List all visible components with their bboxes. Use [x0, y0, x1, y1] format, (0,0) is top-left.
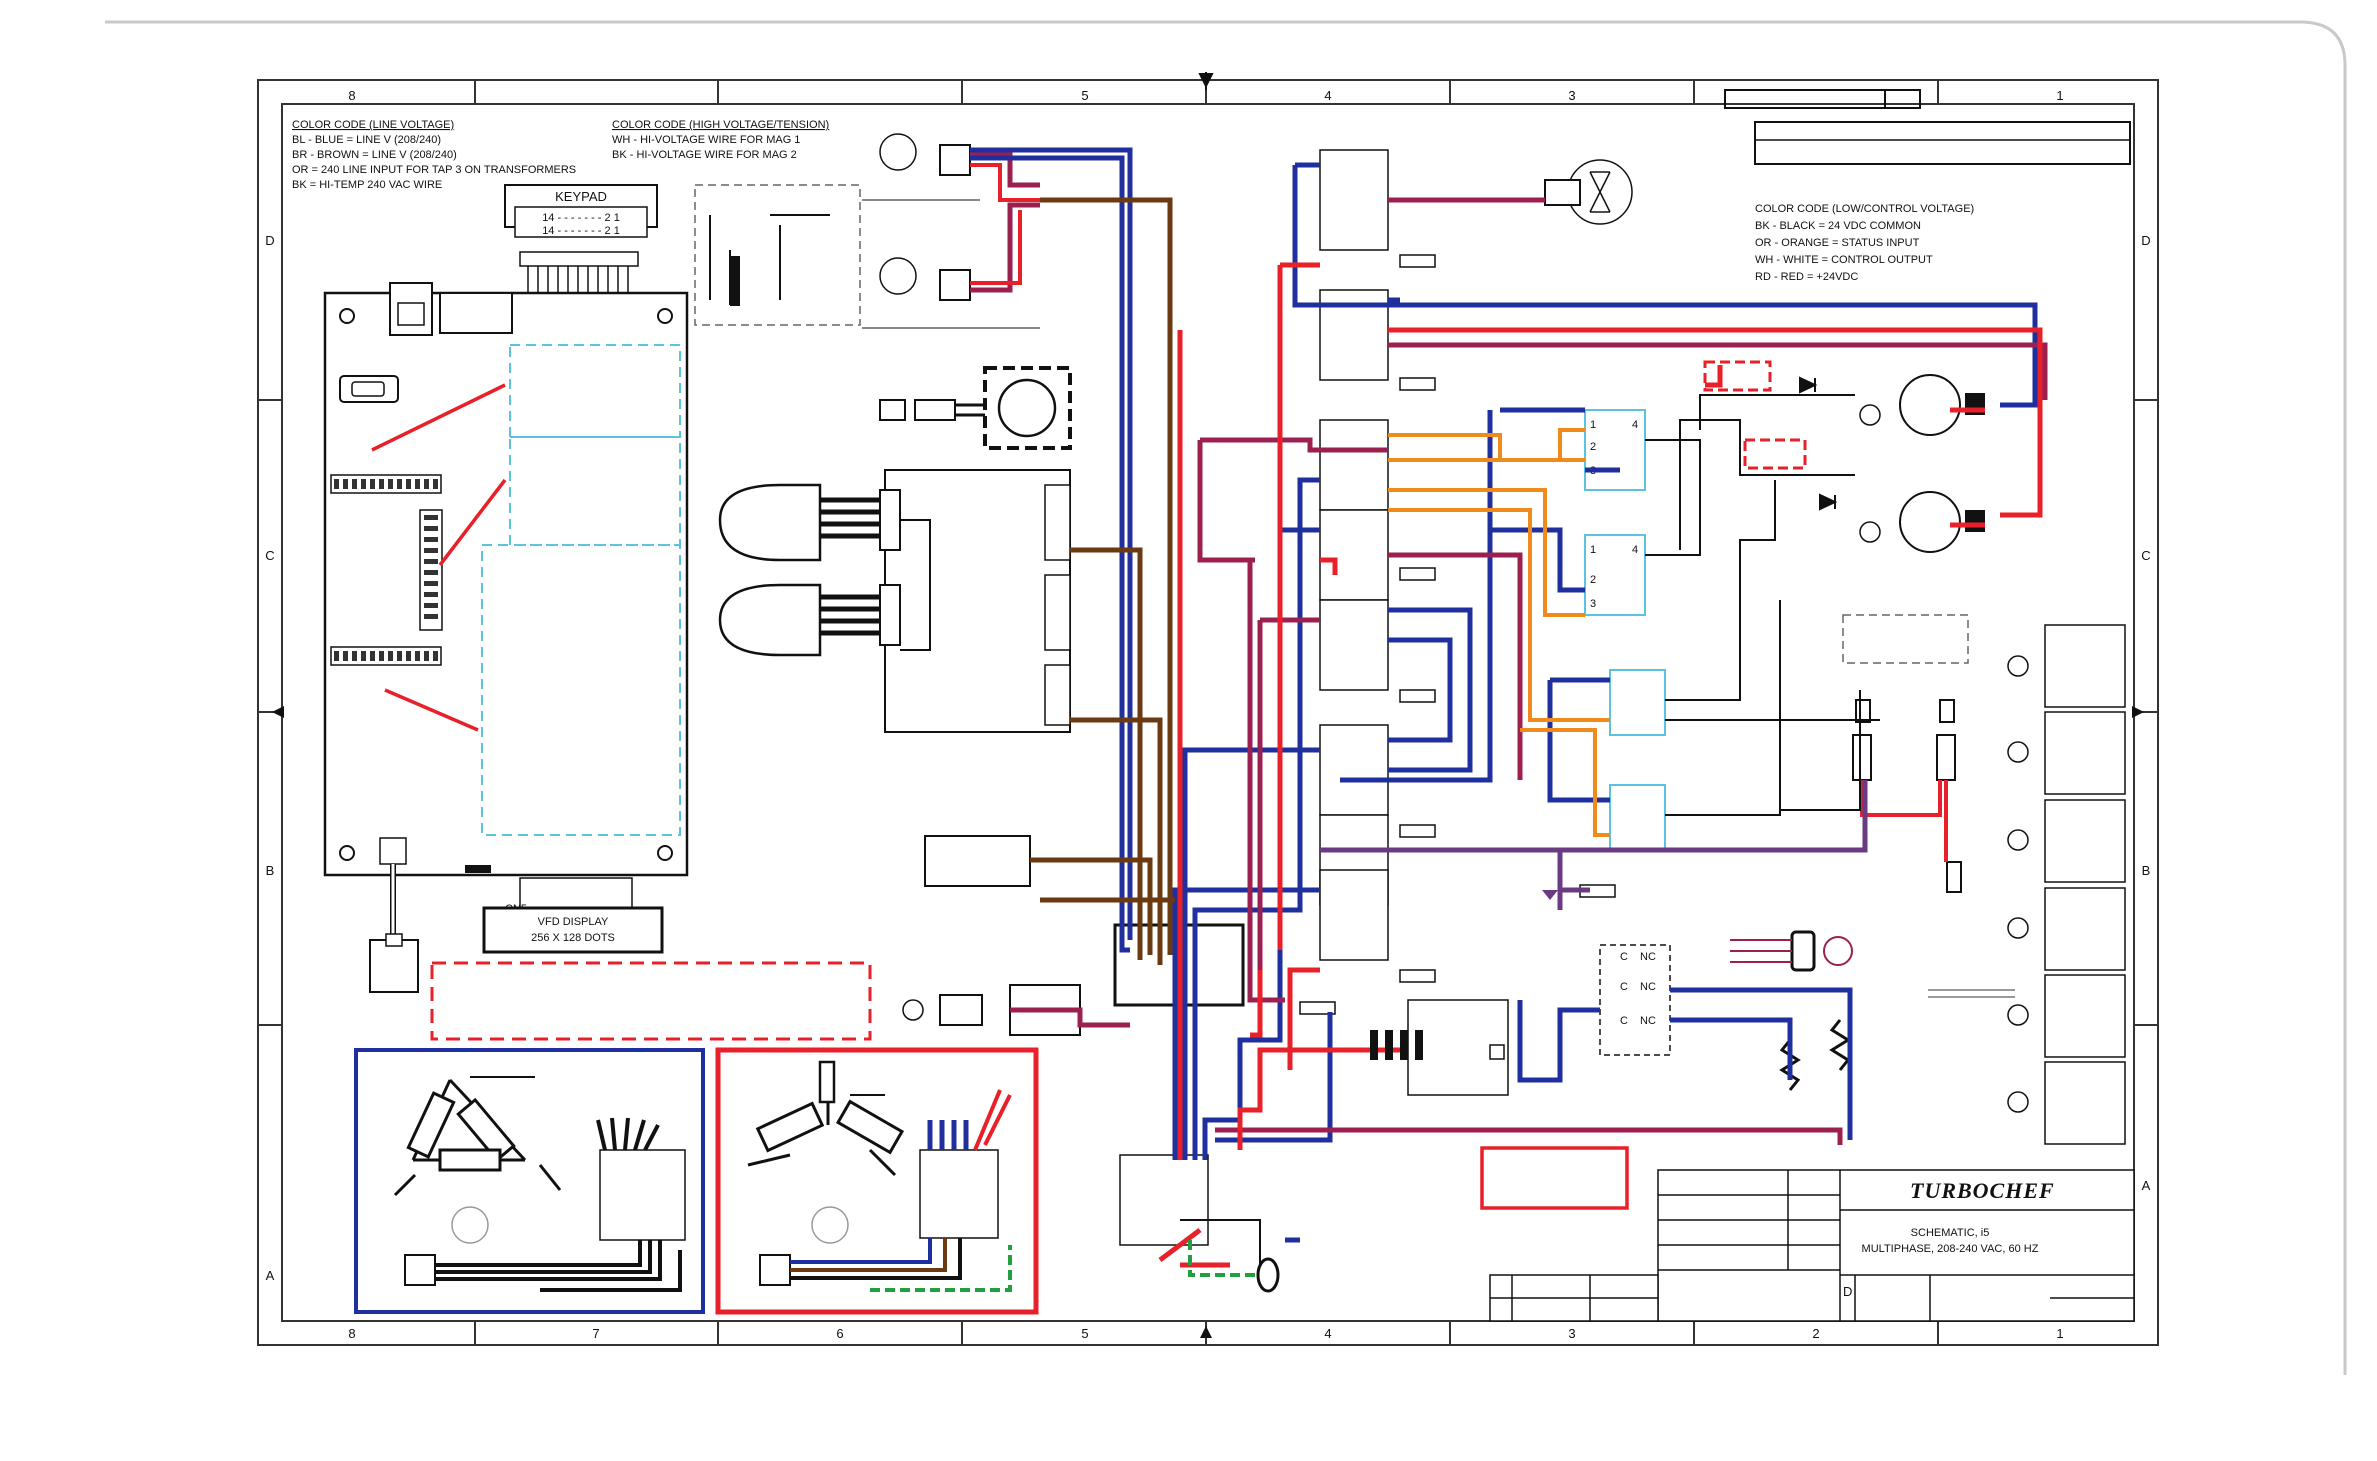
wiring-brown [1030, 197, 1175, 965]
xfmr-pin: 2 [1590, 574, 1596, 586]
legend-line: WH - WHITE = CONTROL OUTPUT [1755, 254, 1933, 266]
wiring-purple [1320, 780, 1868, 910]
wiring-red [1158, 262, 2043, 1268]
col-label: 1 [2056, 88, 2063, 103]
legend-line: OR - ORANGE = STATUS INPUT [1755, 237, 1920, 249]
col-label: 3 [1568, 88, 1575, 103]
legend-title: COLOR CODE (LOW/CONTROL VOLTAGE) [1755, 203, 1974, 215]
turbochef-logo: TURBOCHEF [1910, 1178, 2055, 1203]
legend-line: WH - HI-VOLTAGE WIRE FOR MAG 1 [612, 134, 800, 146]
xfmr-pin: 4 [1632, 419, 1638, 431]
col-label: 8 [348, 1326, 355, 1341]
row-label: A [2142, 1178, 2151, 1193]
wiring-blue [970, 147, 2038, 1243]
drawing-border [257, 72, 2159, 1346]
legend-line: OR = 240 LINE INPUT FOR TAP 3 ON TRANSFO… [292, 164, 576, 176]
row-label: C [265, 548, 274, 563]
relay-c: C [1620, 981, 1628, 993]
wiring-maroon [1010, 197, 2048, 1145]
legend-line: BL - BLUE = LINE V (208/240) [292, 134, 441, 146]
relay-c: C [1620, 1015, 1628, 1027]
purple-drop [1542, 890, 1558, 900]
keypad-label: KEYPAD [555, 189, 607, 204]
vfd-display: CN5 VFD DISPLAY 256 X 128 DOTS [482, 877, 664, 954]
display-label: 256 X 128 DOTS [531, 932, 615, 944]
wiring-green [1188, 1240, 1265, 1277]
page-frame [105, 20, 2347, 1375]
fan-motor [879, 366, 1072, 450]
red-callout-box [1480, 1146, 1629, 1210]
keypad-pins: 14 - - - - - - - 2 1 [542, 212, 620, 224]
wiring-orange [1388, 428, 1610, 837]
detail-box-wye [715, 1047, 1039, 1315]
col-label: 7 [592, 1326, 599, 1341]
row-label: A [266, 1268, 275, 1283]
relay-nc: NC [1640, 951, 1656, 963]
legend-line: BK = HI-TEMP 240 VAC WIRE [292, 179, 442, 191]
xfmr-pin: 1 [1590, 419, 1596, 431]
col-label: 8 [348, 88, 355, 103]
transformers: 1 2 3 4 1 2 3 4 [1584, 409, 1666, 851]
legend-title: COLOR CODE (LINE VOLTAGE) [292, 119, 454, 131]
legend-low-voltage: COLOR CODE (LOW/CONTROL VOLTAGE) BK - BL… [1755, 203, 1974, 283]
hv-area [694, 133, 1040, 329]
blowers-board [718, 469, 1071, 733]
header-boxes [1724, 89, 2131, 165]
ground-plug [1256, 1257, 1280, 1293]
col-label: 5 [1081, 88, 1088, 103]
col-label: 5 [1081, 1326, 1088, 1341]
legend-line: BR - BROWN = LINE V (208/240) [292, 149, 457, 161]
xfmr-pin: 4 [1632, 544, 1638, 556]
control-board [323, 282, 689, 993]
title-block: TURBOCHEF SCHEMATIC, i5 MULTIPHASE, 208-… [1489, 1169, 2135, 1322]
legend-line: BK - HI-VOLTAGE WIRE FOR MAG 2 [612, 149, 797, 161]
fuse-holders-marks [1370, 1030, 1423, 1060]
row-label: B [2142, 863, 2151, 878]
xfmr-pin: 3 [1590, 598, 1596, 610]
legend-line: RD - RED = +24VDC [1755, 271, 1858, 283]
fuse-area [1842, 614, 2015, 998]
legend-title: COLOR CODE (HIGH VOLTAGE/TENSION) [612, 119, 829, 131]
legend-high-voltage: COLOR CODE (HIGH VOLTAGE/TENSION) WH - H… [612, 119, 829, 161]
xfmr-pin: 2 [1590, 441, 1596, 453]
col-label: 1 [2056, 1326, 2063, 1341]
magnetrons [1544, 159, 1985, 553]
keypad: KEYPAD 14 - - - - - - - 2 1 14 - - - - -… [504, 184, 658, 316]
legend-line-voltage: COLOR CODE (LINE VOLTAGE) BL - BLUE = LI… [292, 119, 576, 191]
schematic-subtitle: MULTIPHASE, 208-240 VAC, 60 HZ [1862, 1243, 2039, 1255]
row-label: C [2141, 548, 2150, 563]
legend-line: BK - BLACK = 24 VDC COMMON [1755, 220, 1921, 232]
border-labels: 8 5 4 3 1 8 7 6 5 4 3 2 1 D C B A D C B … [265, 88, 2150, 1341]
wiring-black [1180, 394, 1880, 1271]
display-label: VFD DISPLAY [538, 916, 609, 928]
col-label: 2 [1812, 1326, 1819, 1341]
note-box [430, 961, 872, 1041]
row-label: B [266, 863, 275, 878]
relay-column [1299, 149, 1616, 1015]
right-panels [2007, 624, 2126, 1145]
relay-nc: NC [1640, 1015, 1656, 1027]
terminal-block [902, 835, 1245, 1246]
col-label: 3 [1568, 1326, 1575, 1341]
relay-nc: C NC C NC C NC [1407, 930, 1853, 1096]
size-letter: D [1843, 1284, 1852, 1299]
detail-box-delta [354, 1048, 705, 1314]
col-label: 6 [836, 1326, 843, 1341]
row-label: D [265, 233, 274, 248]
relay-c: C [1620, 951, 1628, 963]
keypad-pins: 14 - - - - - - - 2 1 [542, 225, 620, 237]
relay-nc: NC [1640, 981, 1656, 993]
schematic-title: SCHEMATIC, i5 [1911, 1227, 1990, 1239]
row-label: D [2141, 233, 2150, 248]
col-label: 4 [1324, 1326, 1331, 1341]
col-label: 4 [1324, 88, 1331, 103]
xfmr-pin: 1 [1590, 544, 1596, 556]
